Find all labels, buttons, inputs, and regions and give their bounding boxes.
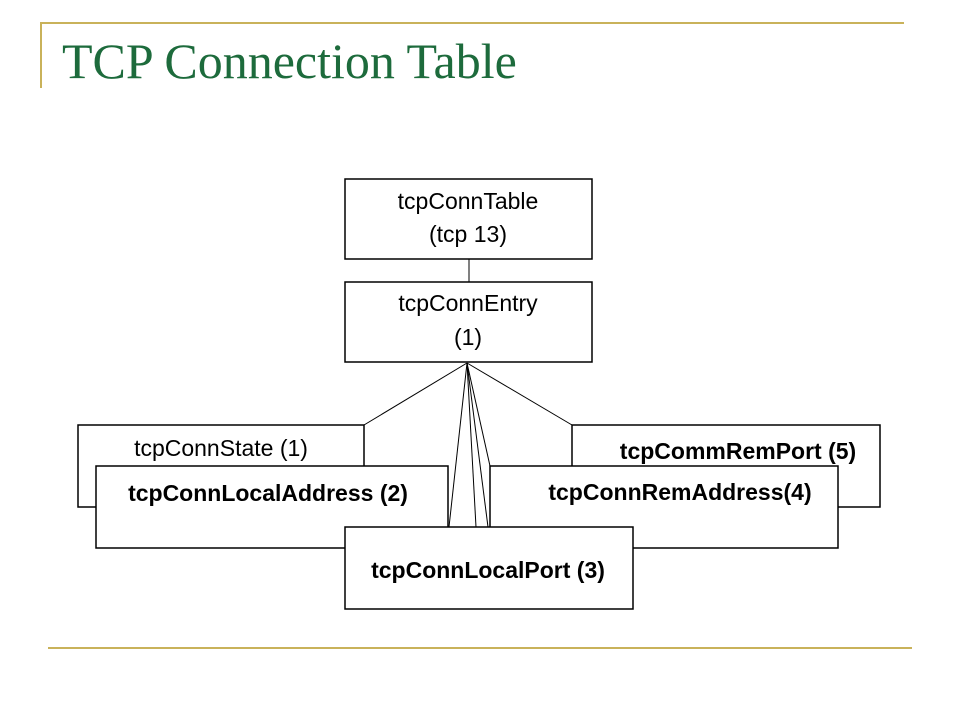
node-tcpconntable: tcpConnTable (tcp 13) [344, 178, 593, 260]
connectors-entry-children [363, 362, 573, 528]
connector-entry-local-address [448, 362, 468, 528]
node-tcpconnentry: tcpConnEntry (1) [344, 281, 593, 363]
slide-title: TCP Connection Table [62, 33, 517, 89]
connector-entry-rem-port [466, 362, 573, 426]
node-tcpconnstate-label: tcpConnState (1) [134, 435, 308, 461]
node-tcpconntable-name: tcpConnTable [398, 188, 539, 214]
connector-entry-local-port-b [466, 362, 489, 528]
top-rule [40, 22, 904, 24]
connector-entry-local-port-a [466, 362, 477, 528]
bottom-rule [48, 647, 912, 649]
node-tcpconnentry-oid: (1) [454, 324, 482, 350]
connector-entry-rem-address [466, 362, 491, 467]
node-tcpconnlocalport: tcpConnLocalPort (3) [344, 526, 634, 610]
node-tcpconntable-oid: (tcp 13) [429, 221, 507, 247]
node-tcpconnremaddress-label: tcpConnRemAddress(4) [548, 479, 811, 505]
node-tcpconnentry-name: tcpConnEntry [398, 290, 538, 316]
node-tcpconnlocalport-label: tcpConnLocalPort (3) [371, 557, 605, 583]
node-tcpcommremport-label: tcpCommRemPort (5) [620, 438, 856, 464]
left-rule [40, 22, 42, 88]
connector-entry-state [363, 362, 468, 426]
node-tcpconnlocaladdress-label: tcpConnLocalAddress (2) [128, 480, 408, 506]
